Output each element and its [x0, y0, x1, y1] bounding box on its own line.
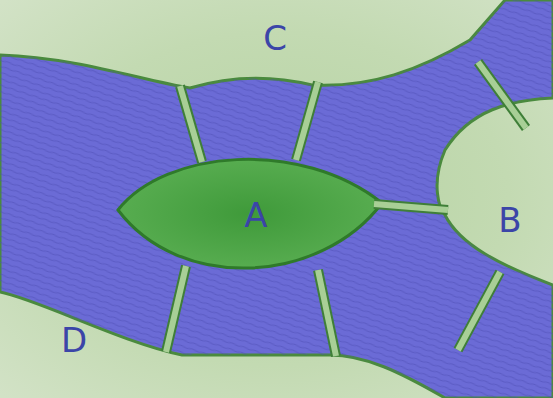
region-label: B [498, 203, 521, 237]
region-label: A [244, 198, 267, 232]
island [118, 159, 382, 268]
region-label: D [61, 323, 87, 357]
region-label: C [263, 21, 287, 55]
bridges [166, 62, 526, 356]
